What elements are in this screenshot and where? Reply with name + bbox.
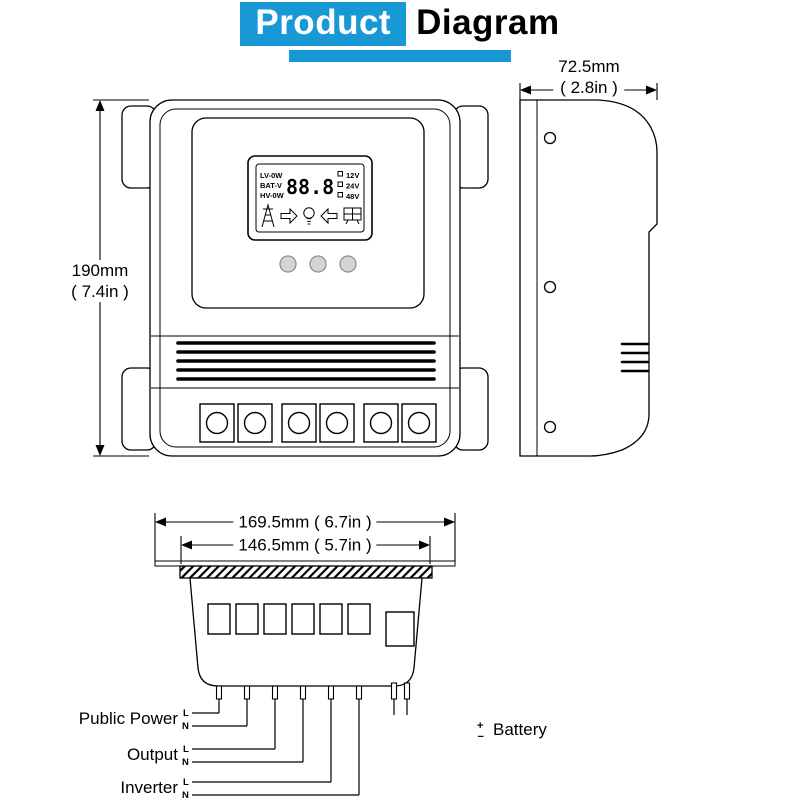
terminal-block bbox=[347, 603, 371, 635]
arrow-left-icon bbox=[320, 207, 338, 225]
title-rest: Diagram bbox=[416, 3, 560, 42]
screw-hole bbox=[543, 280, 557, 294]
side-width-dimension: 72.5mm ( 2.8in ) bbox=[553, 56, 625, 98]
lcd-volt-checkboxes bbox=[337, 171, 343, 198]
lcd-screen bbox=[255, 163, 365, 233]
terminal-block bbox=[263, 603, 287, 635]
control-button-2 bbox=[309, 255, 327, 273]
bottom-inner-dimension: 146.5mm ( 5.7in ) bbox=[233, 534, 377, 556]
side-vent-slats bbox=[620, 342, 650, 373]
grid-tower-icon bbox=[261, 203, 275, 228]
terminal-block bbox=[319, 603, 343, 635]
terminal-socket bbox=[401, 403, 437, 443]
terminal-block bbox=[291, 603, 315, 635]
pin-label-n: N bbox=[182, 721, 189, 732]
battery-plus-mark: + bbox=[477, 720, 483, 732]
screw-hole bbox=[543, 131, 557, 145]
front-body-inner-line bbox=[159, 108, 451, 448]
lcd-icon-row bbox=[261, 203, 362, 228]
vent-slats bbox=[176, 341, 436, 381]
terminal-socket bbox=[237, 403, 273, 443]
side-view bbox=[519, 99, 658, 457]
pin-label-l: L bbox=[183, 744, 189, 755]
front-height-mm: 190mm bbox=[71, 261, 129, 280]
pin-label-n: N bbox=[182, 757, 189, 768]
label-public-power: Public Power bbox=[78, 709, 178, 728]
bottom-body-outline bbox=[189, 577, 423, 687]
screw-hole bbox=[543, 420, 557, 434]
bottom-mount-plate bbox=[154, 560, 456, 567]
lcd-display: LV-0W BAT-V HV-0W 12V 24V 48V 88.8 bbox=[247, 155, 373, 241]
front-buttons bbox=[279, 255, 357, 273]
control-button-1 bbox=[279, 255, 297, 273]
terminal-socket bbox=[281, 403, 317, 443]
side-width-mm: 72.5mm bbox=[558, 57, 620, 76]
bottom-view bbox=[154, 560, 456, 700]
battery-panel-icon bbox=[343, 207, 362, 225]
terminal-block bbox=[235, 603, 259, 635]
lcd-volt-12: 12V bbox=[346, 171, 359, 180]
title-highlight: Product bbox=[240, 2, 407, 46]
side-width-inch: ( 2.8in ) bbox=[560, 78, 618, 97]
front-panel-bezel bbox=[191, 117, 425, 309]
terminal-socket bbox=[363, 403, 399, 443]
leader-lines bbox=[192, 699, 408, 796]
front-terminal-row bbox=[199, 403, 437, 443]
arrow-right-icon bbox=[280, 207, 298, 225]
pin-label-l: L bbox=[183, 708, 189, 719]
lcd-frame bbox=[247, 155, 373, 241]
control-button-3 bbox=[339, 255, 357, 273]
lcd-seven-segment-digits: 88.8 bbox=[286, 175, 334, 199]
lcd-label-bat: BAT-V bbox=[260, 181, 282, 190]
pin-labels: L N L N L N + − bbox=[182, 708, 484, 800]
side-profile-outline bbox=[519, 99, 658, 457]
pin-label-l: L bbox=[183, 777, 189, 788]
terminal-socket bbox=[199, 403, 235, 443]
label-output: Output bbox=[126, 745, 178, 764]
lcd-volt-48: 48V bbox=[346, 192, 359, 201]
battery-terminal-block bbox=[385, 611, 415, 647]
lcd-label-lv: LV-0W bbox=[260, 171, 283, 180]
bulb-icon bbox=[303, 207, 315, 225]
bottom-terminal-blocks bbox=[207, 603, 415, 647]
label-inverter: Inverter bbox=[120, 778, 178, 797]
title-underline-bar bbox=[289, 50, 511, 62]
bottom-hatched-band bbox=[179, 565, 433, 579]
battery-minus-mark: − bbox=[478, 731, 484, 743]
lcd-label-hv: HV-0W bbox=[260, 191, 285, 200]
terminal-block bbox=[207, 603, 231, 635]
terminal-socket bbox=[319, 403, 355, 443]
lcd-volt-24: 24V bbox=[346, 182, 359, 191]
label-battery: Battery bbox=[493, 720, 547, 739]
pin-label-n: N bbox=[182, 790, 189, 800]
front-height-inch: ( 7.4in ) bbox=[71, 282, 129, 301]
bottom-outer-dimension: 169.5mm ( 6.7in ) bbox=[233, 511, 377, 533]
front-view: LV-0W BAT-V HV-0W 12V 24V 48V 88.8 bbox=[121, 99, 489, 457]
front-body-outline bbox=[149, 99, 461, 457]
front-height-dimension: 190mm ( 7.4in ) bbox=[66, 260, 134, 302]
